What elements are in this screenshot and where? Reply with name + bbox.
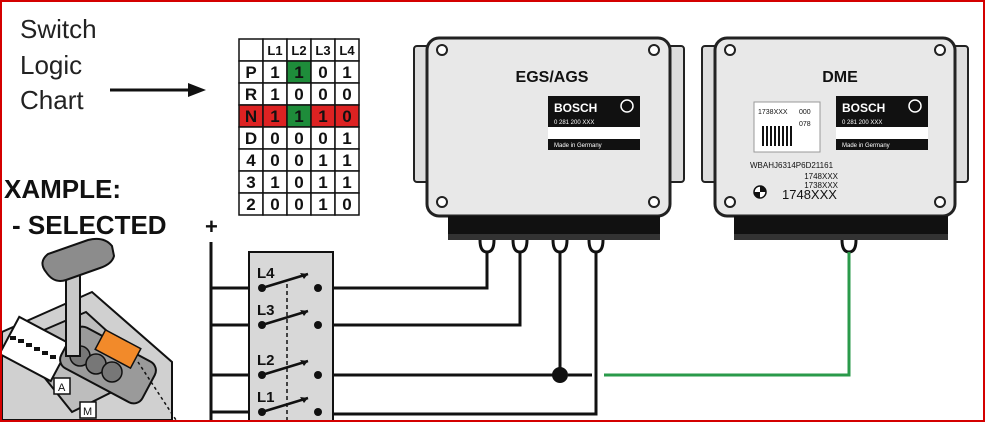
egs-module: EGS/AGS BOSCH 0 281 200 XXX Made in Germ… (413, 36, 685, 240)
gear-label: D (245, 129, 257, 148)
switch-bit: 1 (342, 63, 351, 82)
dme-brand: BOSCH (842, 101, 885, 115)
gear-label: 4 (246, 151, 256, 170)
barcode-icon (760, 126, 794, 146)
switch-bit: 1 (318, 173, 327, 192)
switch-label: L3 (257, 302, 275, 319)
caption: Switch Logic Chart (20, 14, 97, 115)
dme-code-2: 1738XXX (804, 181, 838, 190)
switch-blade (261, 359, 309, 377)
switch-bit: 0 (318, 85, 327, 104)
switch-contact (314, 408, 322, 416)
gear-label: 3 (246, 173, 255, 192)
switch-contact (314, 284, 322, 292)
switch-label: L1 (257, 389, 275, 406)
table-header-cell: L3 (315, 43, 330, 58)
sticker-code: 1738XXX (758, 109, 788, 116)
switch-bit: 1 (270, 63, 279, 82)
switch-contact (314, 321, 322, 329)
switch-label: L4 (257, 265, 275, 282)
switch-bit: 0 (270, 151, 279, 170)
switch-bit: 0 (318, 63, 327, 82)
gear-selector: A M (2, 237, 177, 420)
sticker-b: 078 (799, 121, 811, 128)
egs-part: 0 281 200 XXX (554, 120, 594, 126)
switch-bit: 0 (294, 129, 303, 148)
mode-a: A (58, 382, 66, 394)
bosch-logo-icon (620, 99, 634, 113)
switch-blade (261, 272, 309, 290)
switch-label: L2 (257, 352, 275, 369)
dme-bosch-label (836, 96, 928, 150)
switch-bit: 0 (342, 195, 351, 214)
switch-bit: 1 (318, 195, 327, 214)
dme-made: Made in Germany (842, 143, 890, 149)
switch-bit: 0 (294, 173, 303, 192)
egs-brand: BOSCH (554, 101, 597, 115)
dme-title: DME (822, 69, 858, 86)
switch-bit: 0 (294, 195, 303, 214)
connector-pins (478, 239, 858, 254)
switch-blade (261, 309, 309, 327)
switch-contact (314, 371, 322, 379)
table-header-cell: L2 (291, 43, 306, 58)
switch-bit: 0 (342, 85, 351, 104)
example-heading: XAMPLE: (4, 174, 121, 204)
example-selected: - SELECTED (12, 210, 167, 240)
gear-label: 2 (246, 195, 255, 214)
switch-bit: 1 (270, 173, 279, 192)
switch-blade (261, 396, 309, 414)
sticker-a: 000 (799, 109, 811, 116)
switch-bit: 1 (294, 107, 303, 126)
switch-bit: 1 (342, 173, 351, 192)
egs-title: EGS/AGS (516, 69, 589, 86)
caption-line-3: Chart (20, 85, 84, 115)
junction-node (552, 367, 568, 383)
dme-vin: WBAHJ6314P6D21161 (750, 161, 834, 170)
caption-line-2: Logic (20, 50, 82, 80)
switch-bit: 0 (294, 151, 303, 170)
gear-label: N (245, 107, 257, 126)
gear-label: P (245, 63, 256, 82)
caption-line-1: Switch (20, 14, 97, 44)
switch-bit: 1 (294, 63, 303, 82)
pointer-arrow (110, 83, 206, 97)
table-cell-bg (334, 192, 360, 216)
switch-bit: 1 (270, 85, 279, 104)
switch-bit: 1 (342, 129, 351, 148)
switch-bit: 1 (270, 107, 279, 126)
switch-bit: 1 (318, 151, 327, 170)
dme-module: DME BOSCH 0 281 200 XXX Made in Germany … (701, 36, 969, 240)
green-wire (604, 252, 851, 377)
position-markers (10, 336, 56, 359)
switch-bit: 1 (318, 107, 327, 126)
table-header-cell: L1 (267, 43, 282, 58)
mode-m: M (83, 406, 92, 418)
switch-bit: 0 (270, 129, 279, 148)
selected-position-highlight (94, 328, 142, 370)
gear-label: R (245, 85, 257, 104)
egs-made: Made in Germany (554, 143, 602, 149)
shift-knob (41, 237, 116, 282)
dme-part: 0 281 200 XXX (842, 120, 882, 126)
switch-bit: 0 (270, 195, 279, 214)
dme-code-1: 1748XXX (804, 172, 838, 181)
plus-sign: + (205, 214, 218, 239)
egs-bosch-label (548, 96, 640, 150)
switch-bit: 0 (318, 129, 327, 148)
switch-bit: 1 (342, 151, 351, 170)
switch-bit: 0 (342, 107, 351, 126)
switch-bit: 0 (294, 85, 303, 104)
table-header-cell: L4 (339, 43, 355, 58)
dme-code-big: 1748XXX (782, 187, 837, 202)
bosch-logo-icon (908, 99, 922, 113)
